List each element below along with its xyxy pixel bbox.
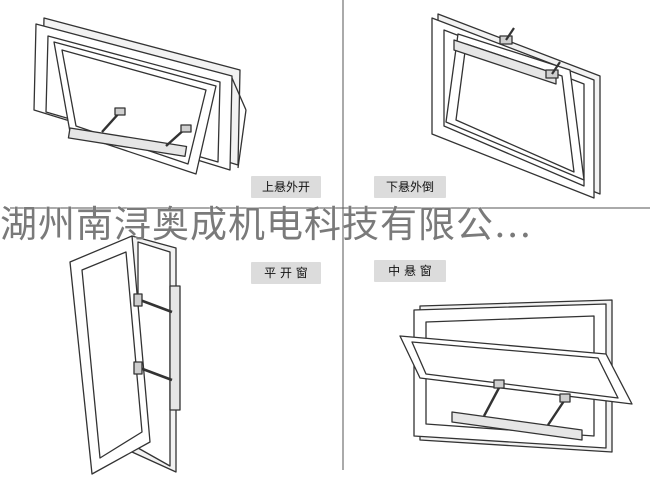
center-pivot-caption-box: 中 悬 窗 [374,260,446,282]
bottom-hung-caption-box: 下悬外倒 [374,176,446,198]
casement-window-drawing [69,235,181,475]
top-hung-caption-box: 上悬外开 [251,176,321,198]
top-hung-window-drawing [33,17,247,175]
bottom-hung-window-drawing [431,13,601,199]
company-watermark: 湖州南浔奥成机电科技有限公... [0,203,533,246]
center-pivot-window-drawing [399,299,633,453]
casement-caption-box: 平 开 窗 [251,262,321,284]
